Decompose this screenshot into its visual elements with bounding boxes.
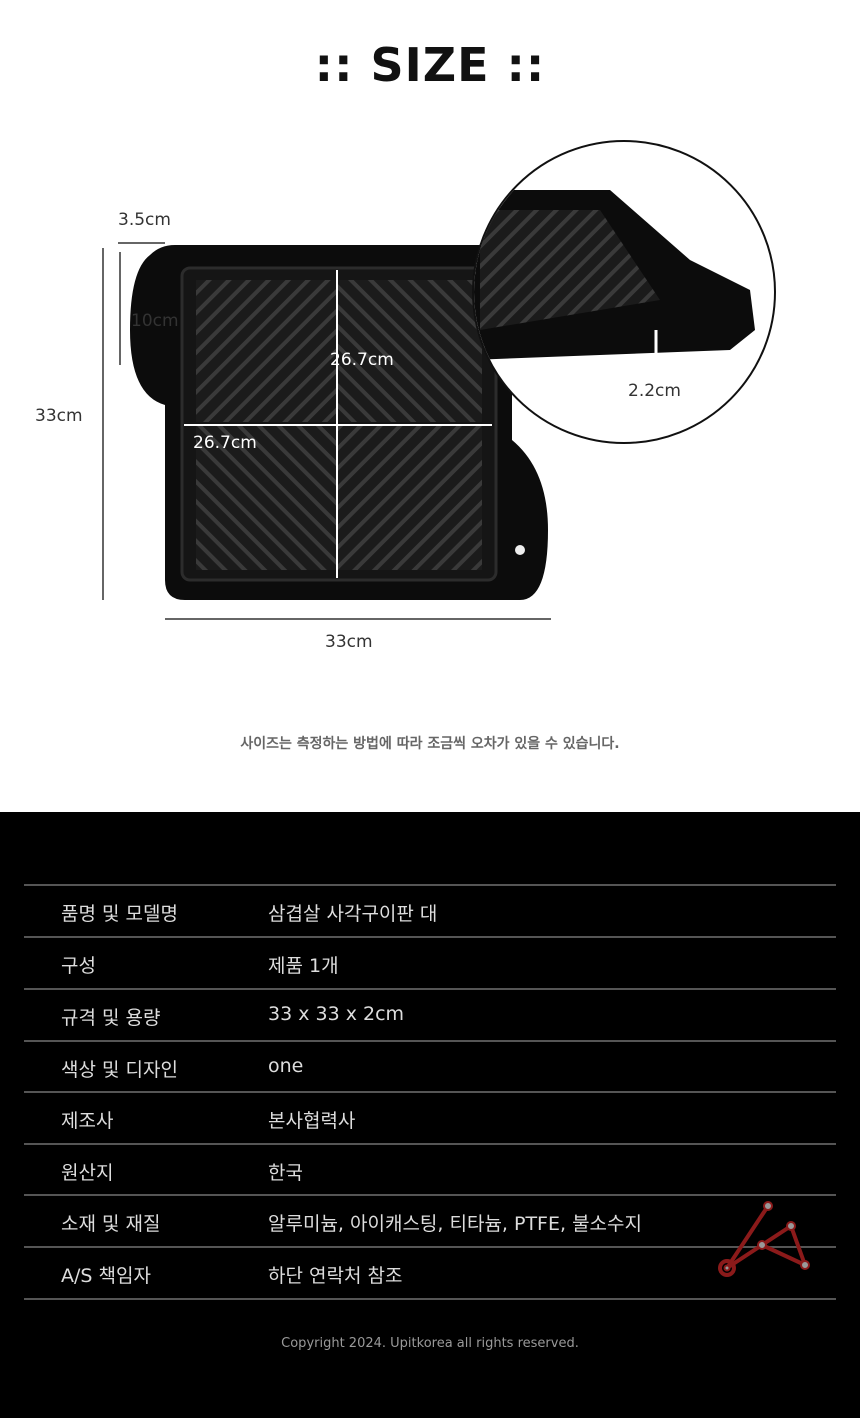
dim-height: 33cm <box>35 406 83 426</box>
spec-label: A/S 책임자 <box>61 1265 151 1287</box>
table-row: 제조사 본사협력사 <box>24 1091 836 1144</box>
spec-label: 소재 및 재질 <box>61 1213 161 1235</box>
size-note: 사이즈는 측정하는 방법에 따라 조금씩 오차가 있을 수 있습니다. <box>240 736 620 752</box>
spec-value: 한국 <box>268 1162 303 1184</box>
dim-inner-depth: 10cm <box>131 311 179 331</box>
page-title: :: SIZE :: <box>314 38 546 92</box>
spec-label: 색상 및 디자인 <box>61 1059 178 1081</box>
table-row: 구성 제품 1개 <box>24 936 836 989</box>
spec-value: 33 x 33 x 2cm <box>268 1003 405 1025</box>
copyright: Copyright 2024. Upitkorea all rights res… <box>281 1336 579 1351</box>
table-row: 품명 및 모델명 삼겹살 사각구이판 대 <box>24 884 836 937</box>
dim-inner-width: 26.7cm <box>330 350 394 370</box>
grill-tray-image <box>102 140 776 620</box>
spec-label: 제조사 <box>61 1110 114 1132</box>
table-row: 원산지 한국 <box>24 1143 836 1196</box>
table-row: 소재 및 재질 알루미늄, 아이캐스팅, 티타늄, PTFE, 불소수지 <box>24 1194 836 1247</box>
table-row: A/S 책임자 하단 연락처 참조 <box>24 1246 836 1299</box>
dim-inner-height: 26.7cm <box>193 433 257 453</box>
spec-table: 품명 및 모델명 삼겹살 사각구이판 대 구성 제품 1개 규격 및 용량 33 x … <box>0 812 860 1418</box>
table-row: 규격 및 용량 33 x 33 x 2cm <box>24 988 836 1041</box>
dim-handle: 3.5cm <box>118 210 171 230</box>
dim-width: 33cm <box>325 632 373 652</box>
table-row: 색상 및 디자인 one <box>24 1040 836 1093</box>
spec-value: 하단 연락처 참조 <box>268 1265 403 1287</box>
spec-label: 구성 <box>61 955 96 977</box>
spec-label: 규격 및 용량 <box>61 1007 161 1029</box>
dim-thickness: 2.2cm <box>628 381 681 401</box>
spec-value: one <box>268 1055 304 1077</box>
spec-value: 제품 1개 <box>268 955 339 977</box>
spec-value: 알루미늄, 아이캐스팅, 티타늄, PTFE, 불소수지 <box>268 1213 642 1235</box>
spec-label: 원산지 <box>61 1162 114 1184</box>
spec-value: 삼겹살 사각구이판 대 <box>268 903 438 925</box>
brand-logo-icon <box>718 1201 810 1277</box>
spec-label: 품명 및 모델명 <box>61 903 178 925</box>
table-bottom-divider <box>24 1298 836 1300</box>
spec-value: 본사협력사 <box>268 1110 356 1132</box>
